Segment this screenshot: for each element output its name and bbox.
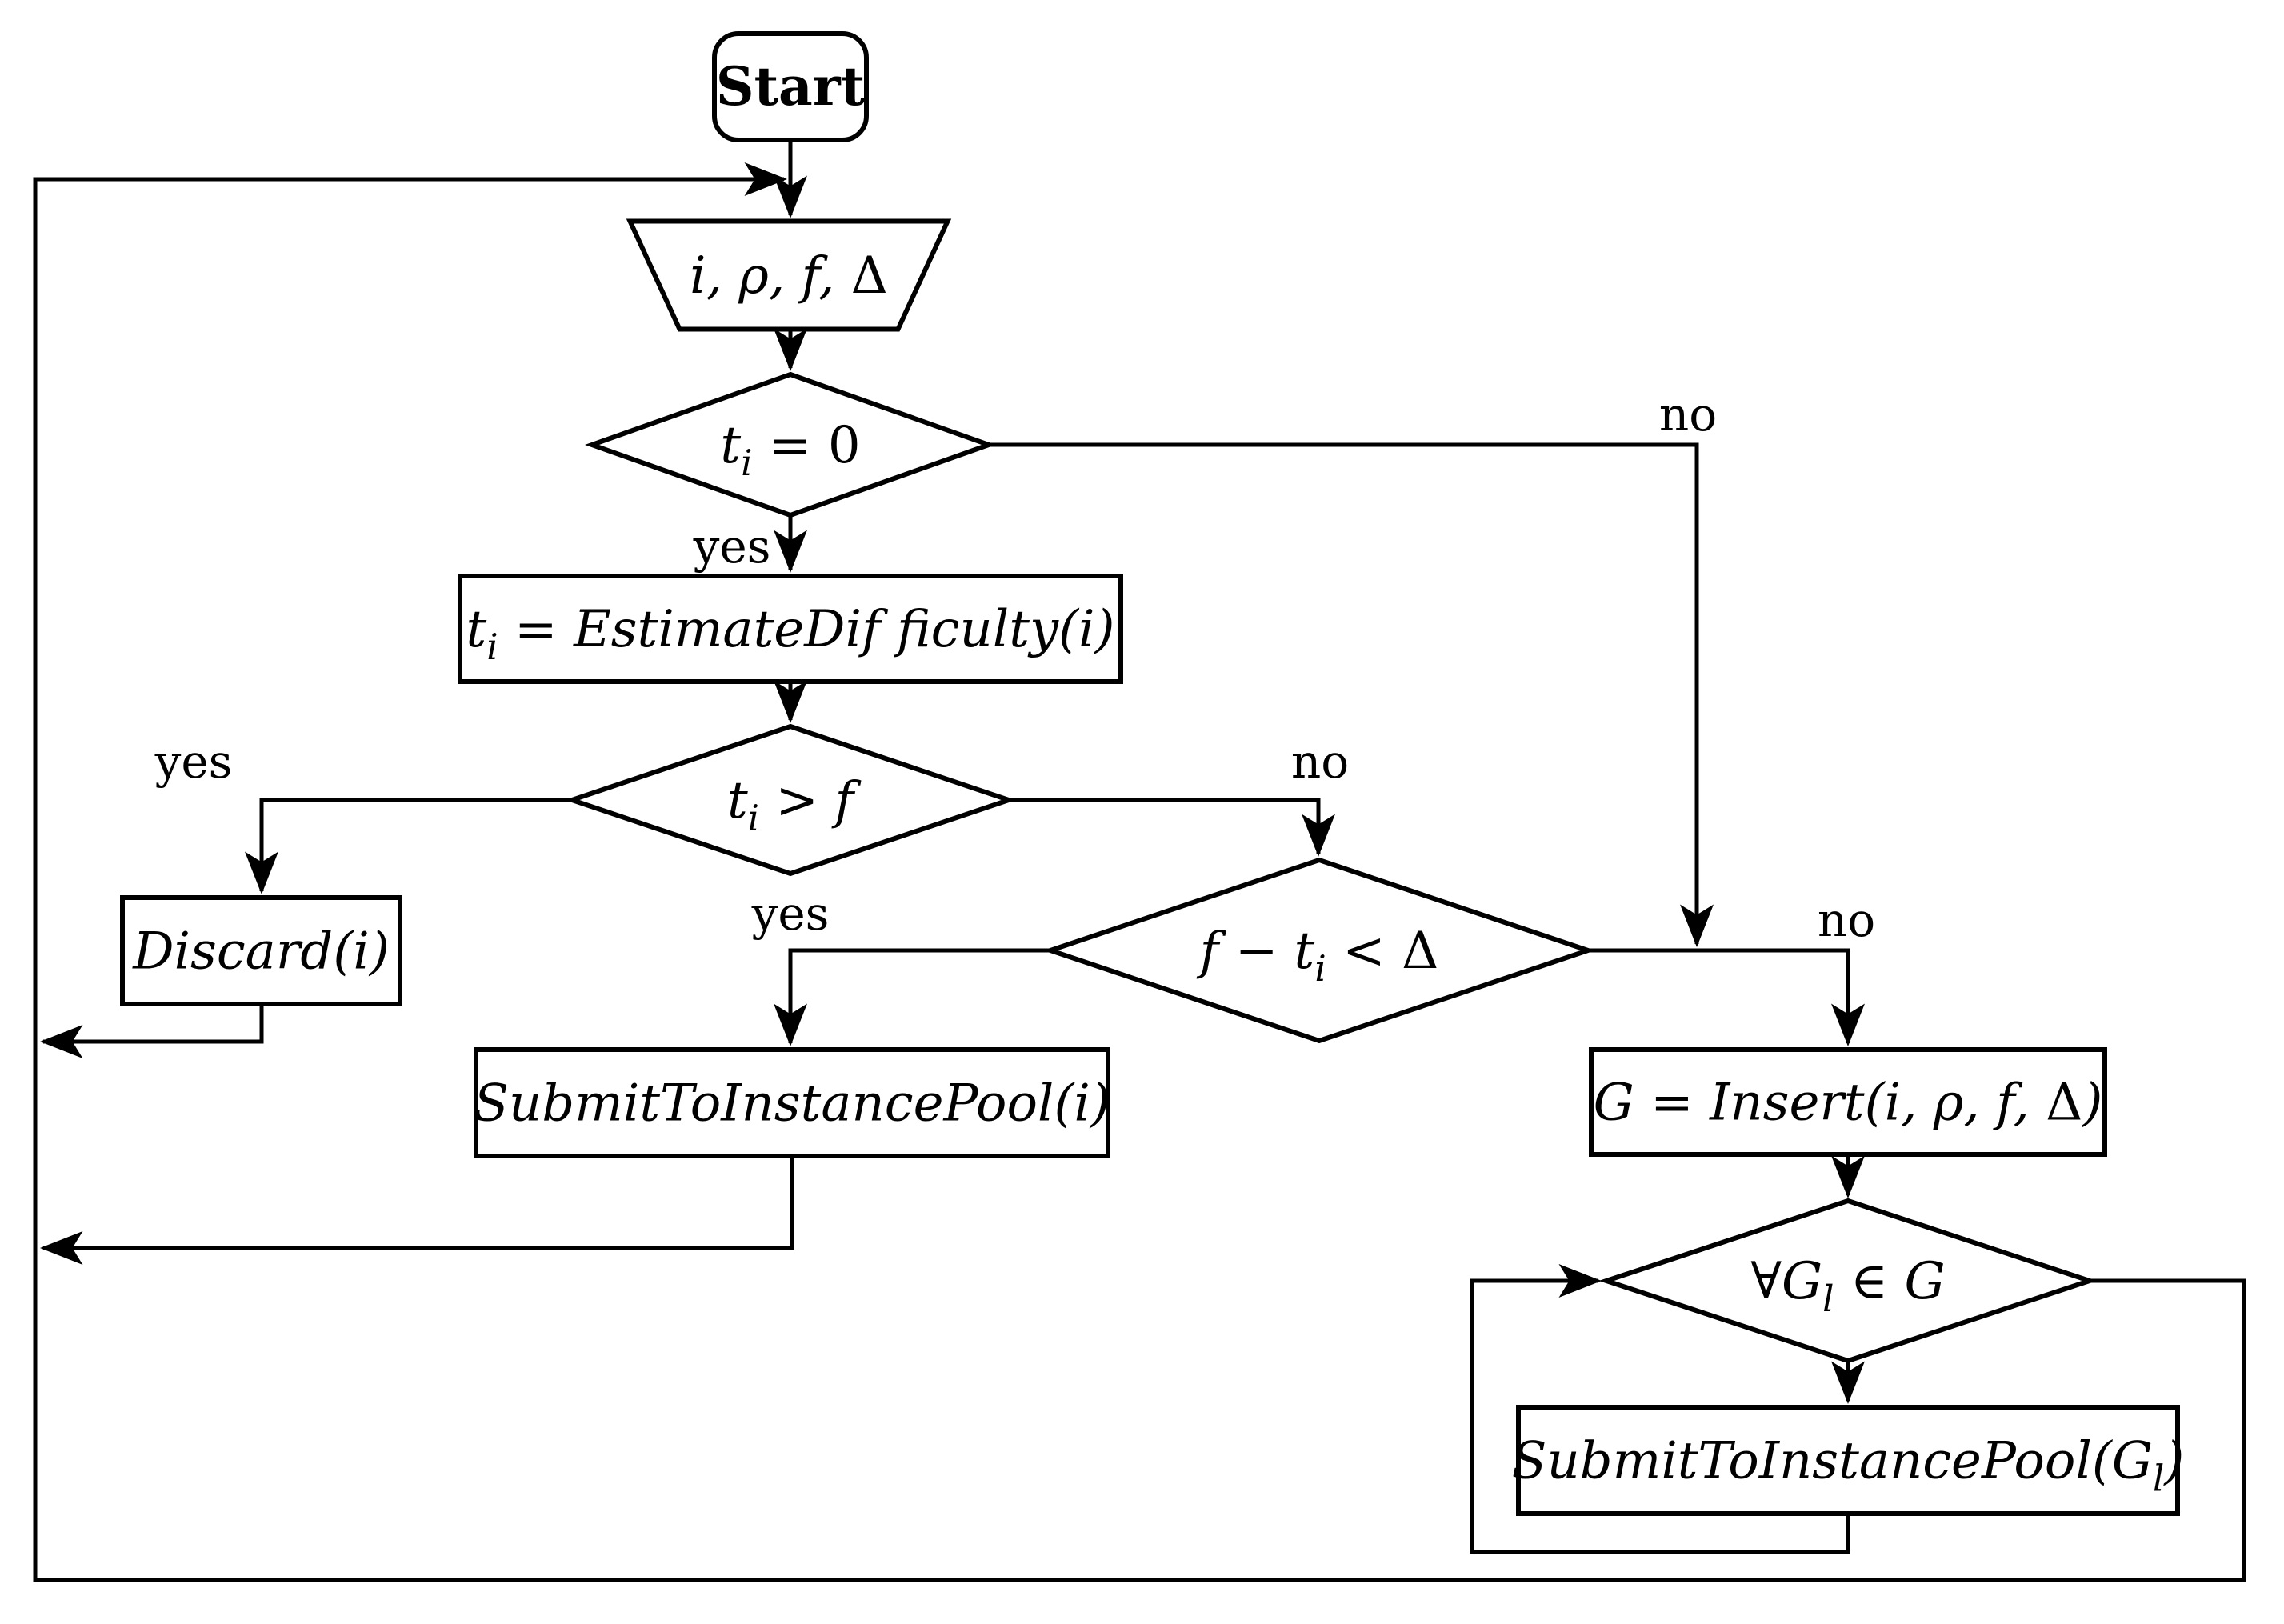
node-gbox: G = Insert(i, ρ, f, Δ) [1589,1047,2107,1157]
node-label-start: Start [716,55,866,118]
node-label-d2: ti > f [727,771,862,839]
node-d2: ti > f [564,723,1017,877]
edge-spgl-iterate-loop [1470,1264,1850,1554]
label-no-d3: no [1818,893,1875,947]
node-start: Start [712,31,869,142]
node-label-spi: SubmitToInstancePool(i) [474,1074,1110,1133]
edge-discard-merge-left [39,1004,264,1058]
node-label-d3: f − ti < Δ [1197,922,1439,990]
branch-labels: yes no yes no yes no [154,387,1876,947]
node-label-est: ti = EstimateDif ficulty(i) [466,600,1115,668]
node-label-gbox: G = Insert(i, ρ, f, Δ) [1594,1073,2103,1132]
node-label-d1: ti = 0 [720,416,860,484]
label-yes-d3: yes [751,886,830,941]
node-label-d4: ∀Gl ∈ G [1750,1252,1945,1320]
nodes: Start i, ρ, f, Δ ti = 0 ti = EstimateDif fi… [120,31,2185,1516]
node-label-discard: Discard(i) [132,922,390,981]
node-label-spgl: SubmitToInstancePool(Gl) [1512,1431,2185,1499]
edge-d2-yes-to-discard [245,798,572,895]
label-yes-d1: yes [693,519,771,574]
edge-d4-exit-feedback-loop [33,162,2246,1582]
edge-d3-yes-to-spi [774,948,1050,1047]
label-yes-d2: yes [154,734,233,789]
node-input: i, ρ, f, Δ [626,218,952,332]
node-est: ti = EstimateDif ficulty(i) [458,574,1123,684]
node-spi: SubmitToInstancePool(i) [474,1047,1110,1158]
node-d1: ti = 0 [585,371,996,518]
edge-d2-no-to-d3 [1009,798,1335,858]
edge-spi-merge-left [39,1156,794,1265]
node-spgl: SubmitToInstancePool(Gl) [1512,1405,2185,1516]
edge-d3-no-to-gbox [1588,948,1865,1047]
edges [33,140,2246,1582]
node-d4: ∀Gl ∈ G [1598,1198,2098,1364]
node-label-input: i, ρ, f, Δ [690,246,888,306]
label-no-d1: no [1659,387,1717,442]
edge-d1-no-merge [989,442,1714,948]
label-no-d2: no [1291,734,1349,789]
node-d3: f − ti < Δ [1042,857,1596,1044]
node-discard: Discard(i) [120,895,402,1006]
